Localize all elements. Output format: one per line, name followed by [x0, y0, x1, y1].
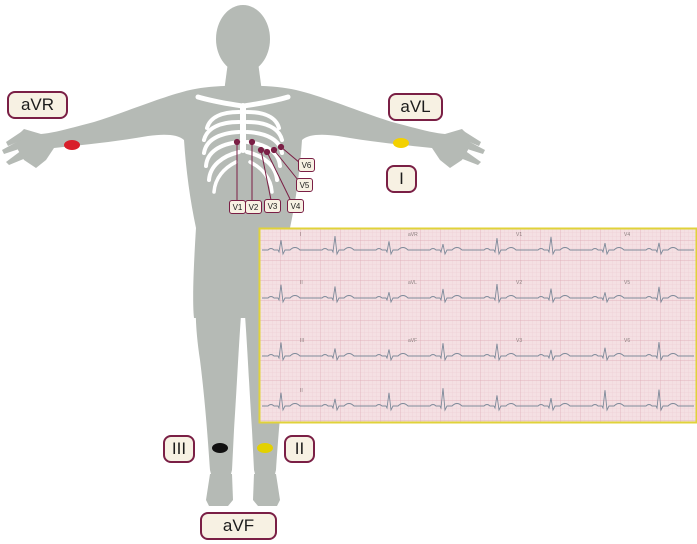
electrode-left-arm: [393, 138, 409, 148]
lead-iii-badge: III: [163, 435, 195, 463]
lead-v4-badge: V4: [287, 199, 304, 213]
lead-avf-badge: aVF: [200, 512, 277, 540]
electrode-right-leg: [212, 443, 228, 453]
ecg-lead-label: V2: [516, 280, 522, 286]
electrode-v5: [271, 147, 276, 152]
ecg-lead-label: V1: [516, 232, 522, 238]
lead-v1-badge: V1: [229, 200, 246, 214]
ecg-lead-label: V3: [516, 338, 522, 344]
lead-v6-badge: V6: [298, 158, 315, 172]
electrode-v6: [278, 144, 283, 149]
ecg-lead-label: V5: [624, 280, 630, 286]
ecg-lead-label: II: [300, 280, 303, 286]
electrode-v1: [234, 139, 239, 144]
lead-v2-badge: V2: [245, 200, 262, 214]
lead-avr-badge: aVR: [7, 91, 68, 119]
electrode-v3: [258, 147, 263, 152]
electrode-v4: [264, 149, 269, 154]
ecg-lead-label: aVR: [408, 232, 418, 238]
ecg-lead-label: III: [300, 338, 304, 344]
lead-v3-badge: V3: [264, 199, 281, 213]
electrode-right-arm: [64, 140, 80, 150]
ecg-lead-label: V4: [624, 232, 630, 238]
ecg-lead-label: II: [300, 388, 303, 394]
lead-v5-badge: V5: [296, 178, 313, 192]
ecg-lead-label: aVL: [408, 280, 417, 286]
electrode-left-leg: [257, 443, 273, 453]
lead-ii-badge: II: [284, 435, 315, 463]
lead-i-badge: I: [386, 165, 417, 193]
lead-avl-badge: aVL: [388, 93, 443, 121]
ecg-lead-label: V6: [624, 338, 630, 344]
ecg-lead-label: I: [300, 232, 301, 238]
ecg-lead-label: aVF: [408, 338, 417, 344]
electrode-v2: [249, 139, 254, 144]
